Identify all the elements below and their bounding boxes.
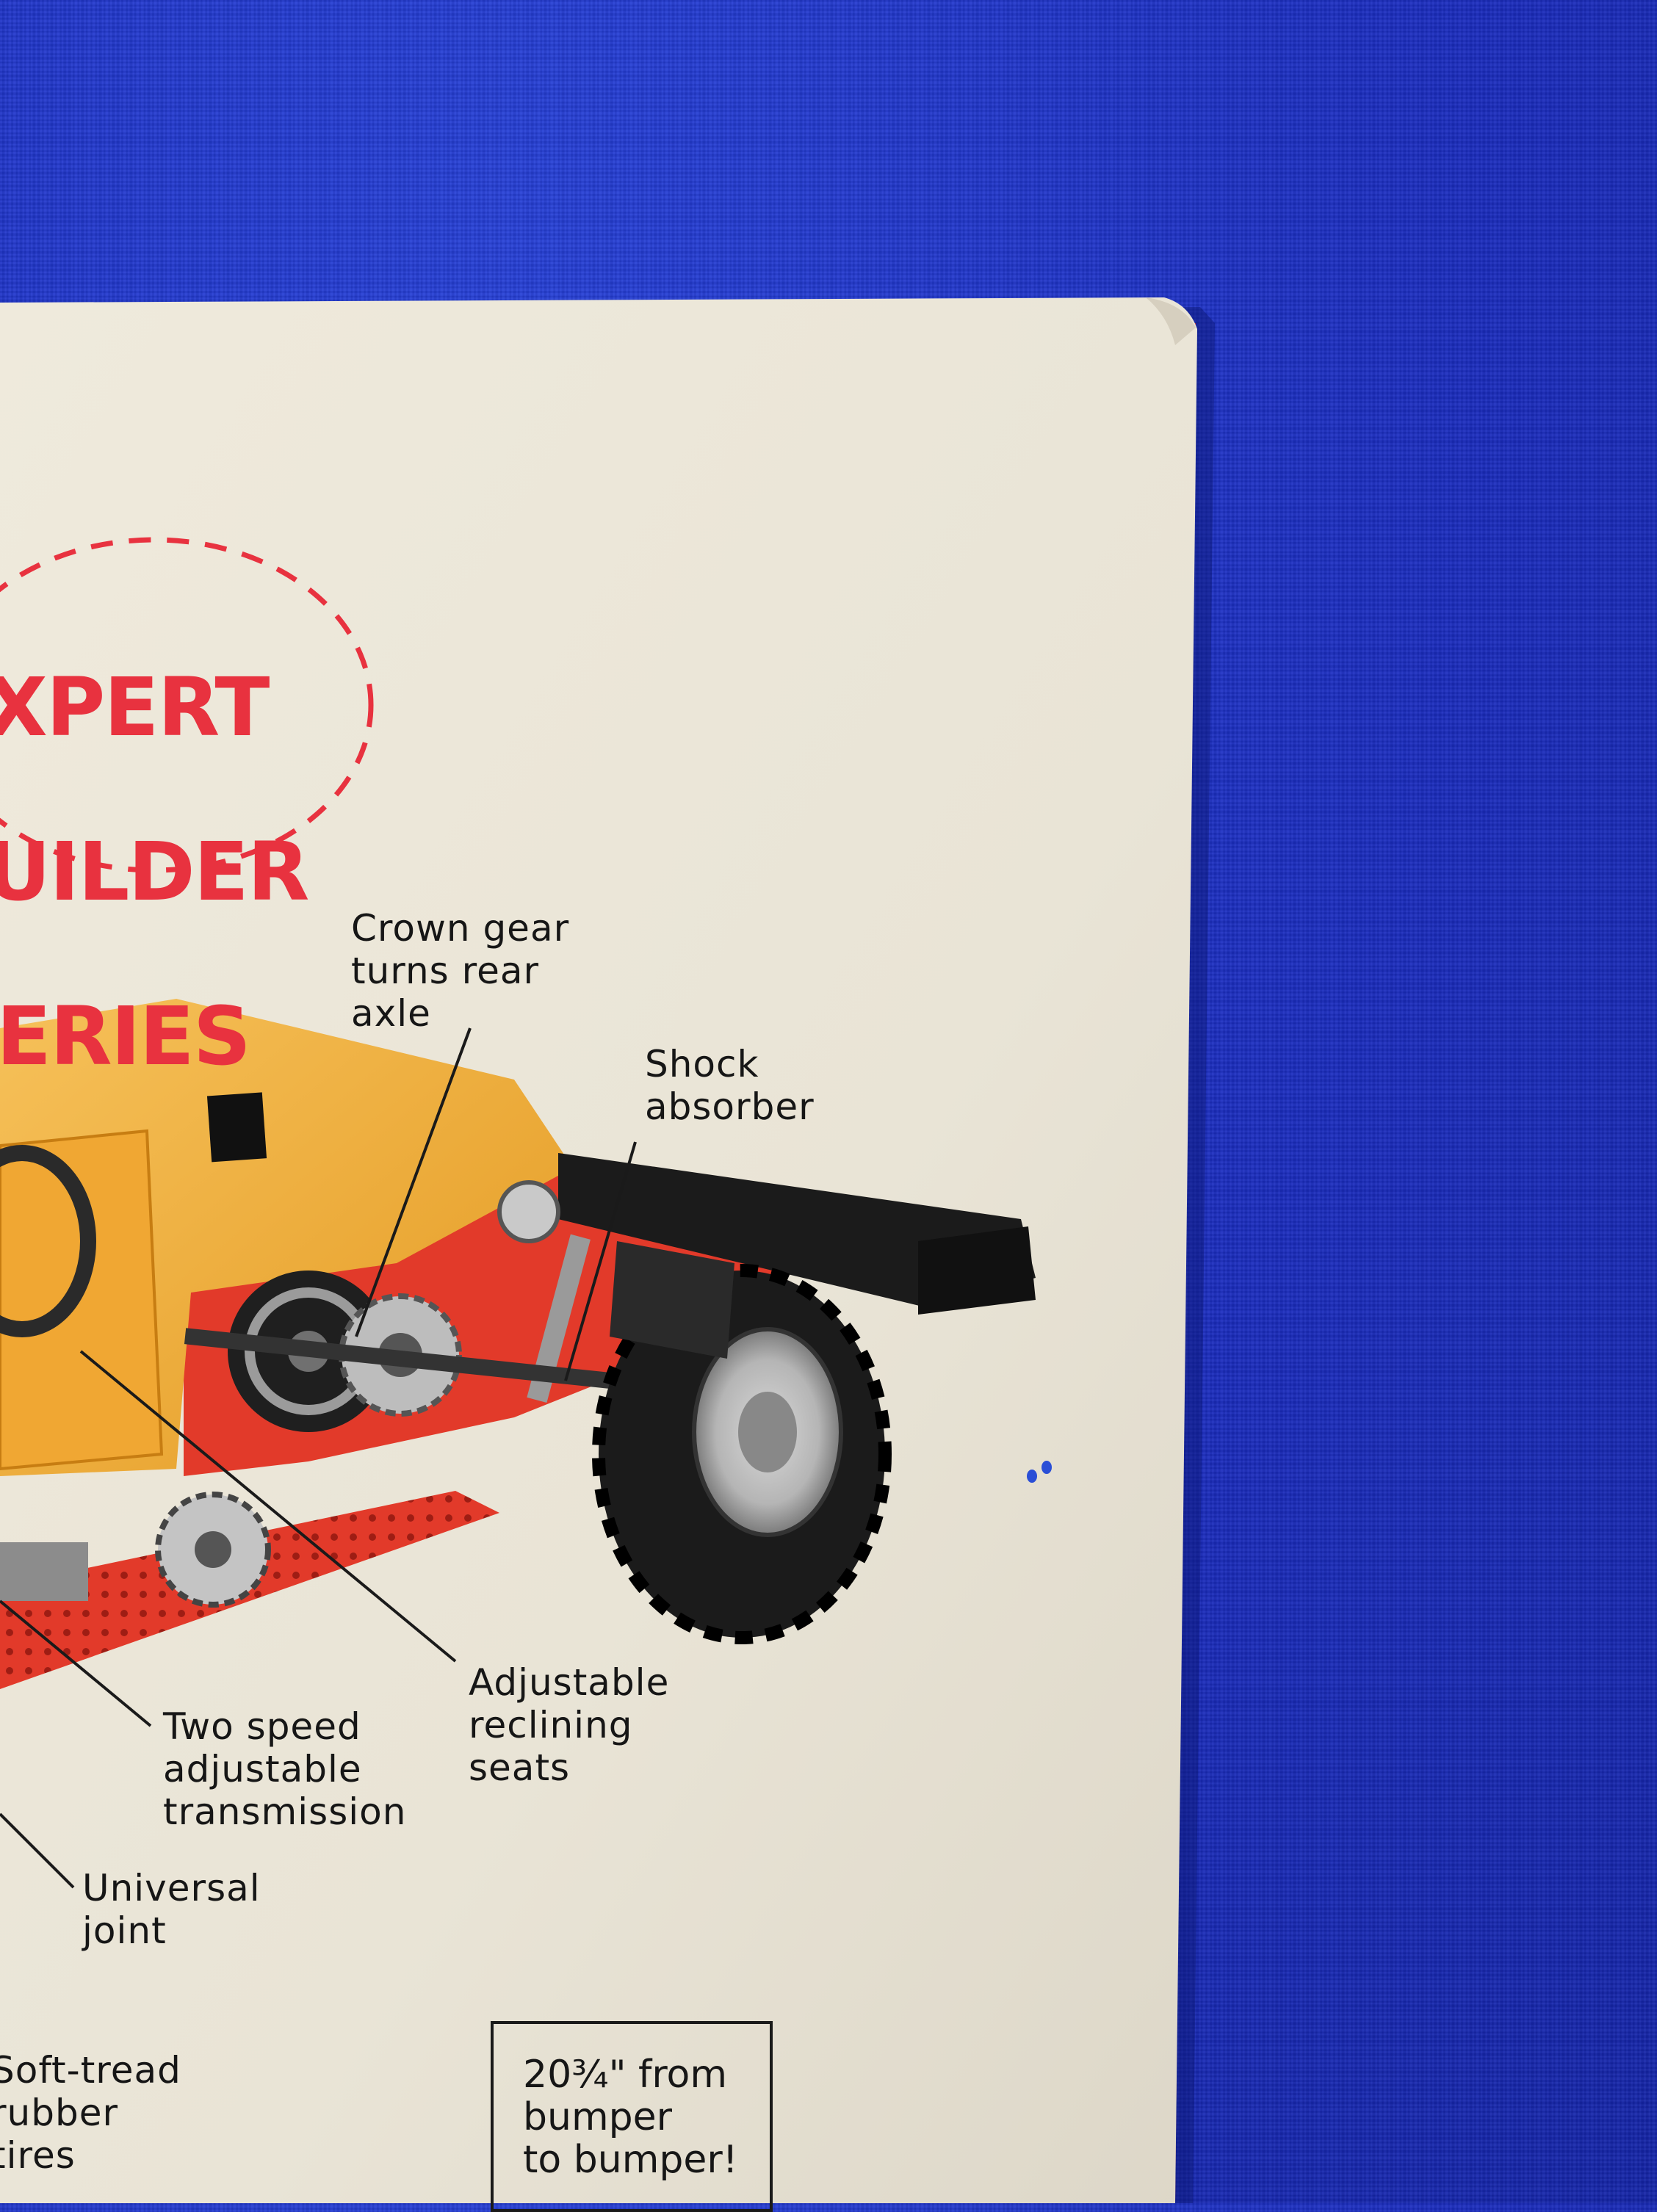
leader-transmission	[0, 1600, 152, 1727]
callout-shock-absorber: Shock absorber	[645, 1043, 815, 1128]
rear-rail	[558, 1153, 1036, 1307]
front-gear-rack	[0, 1542, 88, 1601]
shock-body	[527, 1234, 591, 1403]
dash-square	[206, 1092, 267, 1163]
size-box: 20¾" from bumper to bumper!	[491, 2021, 773, 2212]
callout-universal-joint: Universal joint	[82, 1867, 261, 1952]
callout-crown-gear: Crown gear turns rear axle	[351, 907, 570, 1035]
tire-tread	[610, 1241, 734, 1359]
steering-wheel	[0, 1145, 96, 1337]
model-car	[0, 999, 1036, 1689]
page-corner-crease	[1146, 297, 1196, 345]
callout-adjustable-seats: Adjustable reclining seats	[469, 1661, 670, 1789]
badge-line-3: ERIES	[0, 989, 251, 1083]
size-box-text: 20¾" from bumper to bumper!	[523, 2053, 738, 2182]
badge-line-1: XPERT	[0, 660, 270, 754]
leader-crown-gear	[355, 1027, 472, 1337]
shock-top	[497, 1180, 560, 1243]
rear-rail-end	[918, 1226, 1036, 1315]
expert-builder-badge: XPERT UILDER ERIES	[0, 584, 310, 1160]
leader-adjustable-seats	[79, 1350, 457, 1663]
badge-outline	[0, 537, 374, 873]
leader-shock-absorber	[564, 1141, 637, 1381]
leader-lines	[0, 1027, 637, 1889]
callout-transmission: Two speed adjustable transmission	[163, 1705, 407, 1833]
ink-marks	[1027, 1461, 1052, 1483]
badge-line-2: UILDER	[0, 825, 310, 919]
leader-universal-joint	[0, 1812, 75, 1889]
callout-tires: Soft-tread rubber tires	[0, 2049, 181, 2177]
